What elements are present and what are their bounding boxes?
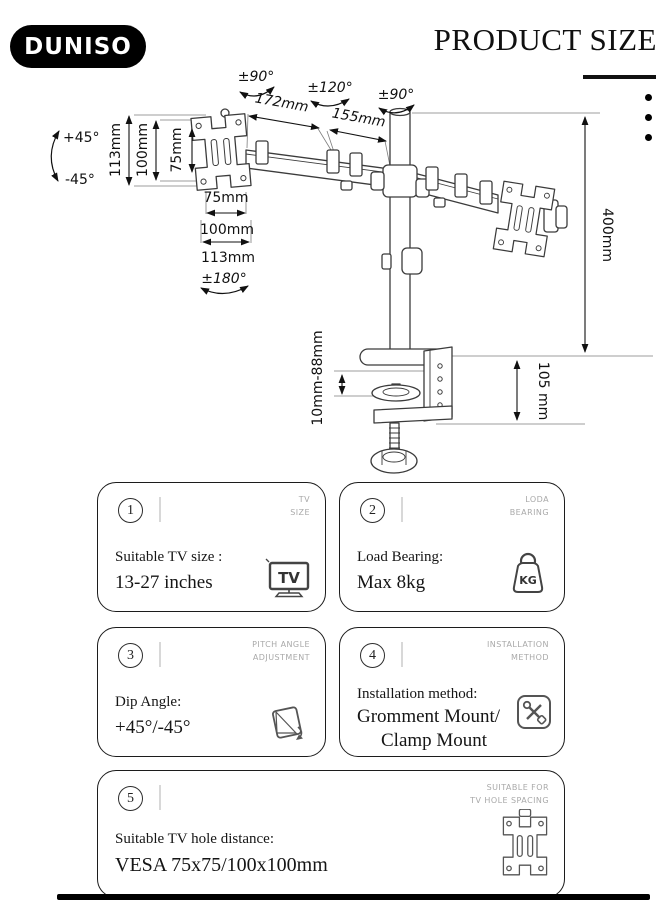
- card-line1: Suitable TV size :: [115, 549, 223, 565]
- card-number-badge: 1: [118, 498, 143, 523]
- carousel-dot[interactable]: [645, 94, 652, 101]
- clamp-range-label: 10mm-88mm: [310, 330, 326, 425]
- product-dimension-diagram: ±90° ±120° ±90° 172mm 155mm +45° -45° 11…: [50, 69, 653, 474]
- rotate-left-label: ±90°: [238, 69, 275, 85]
- card-number-badge: 4: [360, 643, 385, 668]
- spec-card-load-bearing: 2 LODA BEARING Load Bearing: Max 8kg KG: [339, 482, 565, 612]
- card-divider: [401, 497, 403, 522]
- card-divider: [159, 642, 161, 667]
- card-number-badge: 5: [118, 786, 143, 811]
- card-body: Suitable TV size : 13-27 inches: [115, 549, 222, 594]
- bottom-section-bar: [57, 894, 650, 900]
- weight-kg-icon: KG: [512, 552, 544, 593]
- plate-height-100-label: 100mm: [135, 123, 151, 177]
- card-tag: PITCH ANGLE ADJUSTMENT: [252, 640, 310, 662]
- card-number-badge: 3: [118, 643, 143, 668]
- rotate-right-label: ±90°: [378, 87, 415, 103]
- arm-right-length-label: 155mm: [331, 105, 387, 130]
- card-divider: [159, 785, 161, 810]
- pole-height-label: 400mm: [599, 208, 615, 262]
- plate-height-113-label: 113mm: [108, 123, 124, 177]
- arm-left-length-label: 172mm: [254, 90, 310, 115]
- plate-width-100-label: 100mm: [200, 222, 254, 238]
- card-line1: Installation method:: [357, 686, 478, 702]
- brand-logo-text: DUNISO: [24, 33, 132, 60]
- card-tag: SUITABLE FOR TV HOLE SPACING: [470, 783, 549, 805]
- extension-lines: [134, 112, 653, 425]
- card-line1: Suitable TV hole distance:: [115, 831, 275, 847]
- spec-card-vesa: 5 SUITABLE FOR TV HOLE SPACING Suitable …: [97, 770, 565, 898]
- card-tag: INSTALLATION METHOD: [486, 640, 549, 662]
- card-body: Suitable TV hole distance: VESA 75x75/10…: [115, 831, 328, 877]
- spec-card-tv-size: 1 TV SIZE Suitable TV size : 13-27 inche…: [97, 482, 326, 612]
- spec-card-installation: 4 INSTALLATION METHOD Installation metho…: [339, 627, 565, 757]
- spec-card-pitch-angle: 3 PITCH ANGLE ADJUSTMENT Dip Angle: +45°…: [97, 627, 326, 757]
- card-line2: Max 8kg: [357, 572, 426, 593]
- card-number-badge: 2: [360, 498, 385, 523]
- title-underline: [583, 75, 656, 79]
- rotate-middle-label: ±120°: [307, 80, 352, 96]
- swivel-label: ±180°: [201, 271, 246, 287]
- tilt-up-label: +45°: [63, 130, 100, 146]
- tools-icon: [517, 695, 551, 729]
- card-body: Installation method: Gromment Mount/ Cla…: [357, 686, 500, 752]
- card-line2: 13-27 inches: [115, 572, 213, 593]
- card-divider: [159, 497, 161, 522]
- plate-width-113-label: 113mm: [201, 250, 255, 266]
- card-line1: Dip Angle:: [115, 694, 182, 710]
- card-line1: Load Bearing:: [357, 549, 444, 565]
- base-height-label: 105 mm: [535, 362, 551, 420]
- card-line3: Clamp Mount: [381, 730, 488, 751]
- tilt-down-label: -45°: [65, 172, 95, 188]
- carousel-dot[interactable]: [645, 134, 652, 141]
- screen-tilt-icon: [272, 706, 303, 740]
- card-line2: Gromment Mount/: [357, 706, 501, 727]
- card-body: Dip Angle: +45°/-45°: [115, 694, 191, 739]
- mount-drawing: [190, 107, 568, 474]
- plate-height-75-label: 75mm: [169, 127, 185, 172]
- tv-icon-text: TV: [278, 569, 300, 587]
- tv-icon: TV: [265, 558, 310, 598]
- card-line2: VESA 75x75/100x100mm: [115, 854, 328, 876]
- kg-icon-text: KG: [519, 574, 537, 587]
- page-title: PRODUCT SIZE: [433, 22, 657, 57]
- card-tag: TV SIZE: [290, 495, 310, 517]
- dimension-labels: ±90° ±120° ±90° 172mm 155mm +45° -45° 11…: [63, 69, 615, 426]
- carousel-dot[interactable]: [645, 114, 652, 121]
- dimension-lines: [50, 86, 589, 421]
- vesa-plate-icon: [502, 809, 548, 876]
- brand-logo: DUNISO: [10, 25, 146, 68]
- card-divider: [401, 642, 403, 667]
- card-body: Load Bearing: Max 8kg: [357, 549, 443, 594]
- plate-width-75-label: 75mm: [203, 190, 248, 206]
- card-line2: +45°/-45°: [115, 717, 191, 738]
- card-tag: LODA BEARING: [509, 495, 549, 517]
